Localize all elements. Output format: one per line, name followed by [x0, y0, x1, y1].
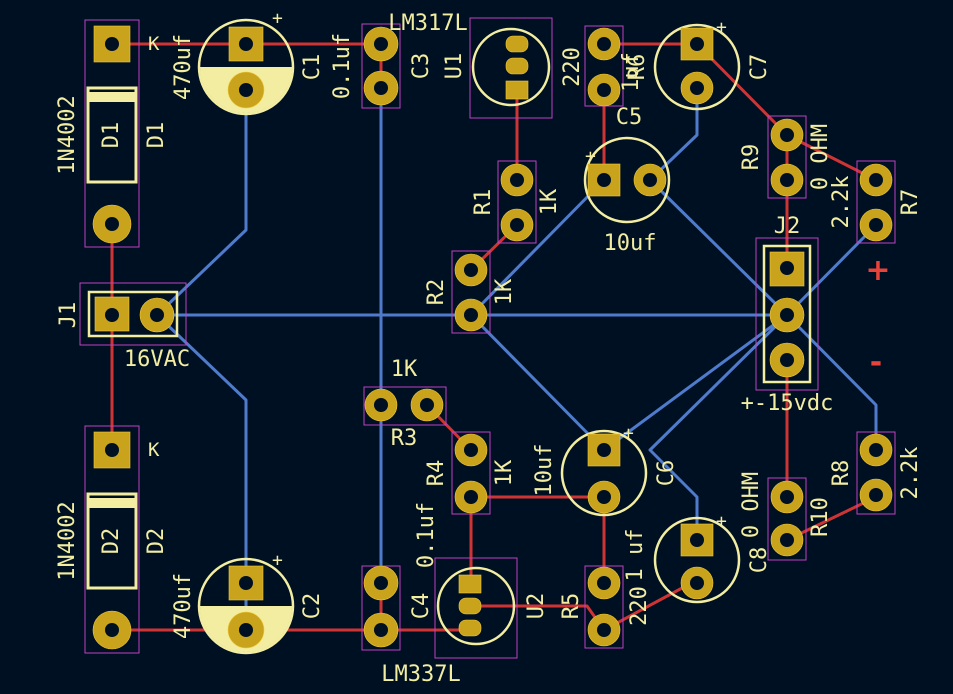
c2-ref: C2 [300, 593, 325, 620]
r2-ref: R2 [424, 279, 449, 306]
diode-d1: K D1 1N4002 D1 [55, 19, 169, 248]
r9-value: 0 OHM [808, 124, 833, 190]
r9-ref: R9 [739, 144, 764, 171]
c8-ref: C8 [747, 547, 772, 574]
d2-value: 1N4002 [55, 501, 80, 580]
r10-ref: R10 [808, 497, 833, 537]
d1-body-label: D1 [99, 122, 124, 149]
c1-ref: C1 [300, 54, 325, 81]
capacitor-c5: + C5 10uf [583, 105, 671, 256]
u1-pad-2 [505, 57, 529, 75]
u2-pad-1 [458, 574, 482, 594]
c6-value: 10uf [532, 444, 557, 497]
j2-value: +-15vdc [741, 391, 834, 416]
u1-pad-1 [505, 35, 529, 53]
d1-ref: D1 [144, 122, 169, 149]
u2-value: LM337L [381, 662, 460, 687]
resistor-r10: 0 OHM R10 [739, 472, 833, 561]
c8-plus-mark: + [716, 511, 727, 532]
u2-pad-3 [458, 619, 482, 637]
u1-pad-3 [505, 80, 529, 100]
r6-ref: R6 [625, 54, 650, 81]
u1-ref: U1 [442, 53, 467, 80]
resistor-r6: 220 R6 1uf [560, 25, 650, 107]
r5-ref: R5 [559, 593, 584, 620]
r3-value: 1K [391, 357, 418, 382]
r10-value: 0 OHM [739, 472, 764, 538]
capacitor-c8: + C8 1 uf [623, 511, 772, 604]
c6-plus-mark: + [623, 423, 634, 444]
c1-value: 470uf [171, 34, 196, 100]
j2-ref: J2 [774, 214, 801, 239]
u1-value: LM317L [388, 11, 467, 36]
c5-plus-mark: + [585, 146, 596, 167]
u2-pad-2 [458, 597, 482, 615]
capacitor-c3: C3 0.1uf [330, 23, 434, 109]
c4-value: 0.1uf [414, 502, 439, 568]
resistor-r5: R5 220 [559, 565, 652, 649]
r4-ref: R4 [424, 460, 449, 487]
d1-value: 1N4002 [55, 95, 80, 174]
resistor-r4: R4 1K [424, 431, 517, 515]
j1-ref: J1 [56, 302, 81, 329]
capacitor-c7: + C7 [653, 17, 772, 111]
c5-value: 10uf [604, 231, 657, 256]
resistor-r1: R1 1K [471, 160, 562, 244]
diode-d2: K D2 1N4002 D2 [55, 425, 169, 654]
d2-ref: D2 [144, 528, 169, 555]
c5-ref: C5 [616, 105, 643, 130]
resistor-r2: R2 1K [424, 250, 517, 334]
r5-value: 220 [627, 586, 652, 626]
connector-j1: J1 16VAC [56, 282, 190, 372]
r1-value: 1K [537, 188, 562, 215]
capacitor-c2: + C2 470uf [171, 550, 325, 655]
c4-ref: C4 [409, 593, 434, 620]
c6-ref: C6 [654, 460, 679, 487]
c3-value: 0.1uf [330, 33, 355, 99]
r7-value: 2.2k [829, 176, 854, 229]
plus-marker: + [865, 253, 890, 288]
r1-ref: R1 [471, 189, 496, 216]
capacitor-c6: + C6 10uf [532, 423, 679, 517]
c8-value: 1 uf [623, 529, 648, 582]
d1-k-label: K [148, 33, 160, 55]
c1-plus-mark: + [272, 8, 283, 29]
c2-value: 470uf [171, 573, 196, 639]
r6-value: 220 [560, 47, 585, 87]
r8-ref: R8 [829, 460, 854, 487]
minus-marker: - [870, 345, 882, 380]
c7-plus-mark: + [716, 17, 727, 38]
r4-value: 1K [492, 459, 517, 486]
resistor-r7: 2.2k R7 [829, 160, 923, 244]
c7-ref: C7 [747, 54, 772, 81]
r2-value: 1K [492, 278, 517, 305]
j1-value: 16VAC [124, 347, 190, 372]
r3-ref: R3 [391, 426, 418, 451]
u2-ref: U2 [524, 593, 549, 620]
regulator-u1: LM317L U1 [388, 11, 553, 119]
resistor-r8: R8 2.2k [829, 431, 923, 515]
capacitor-c1: + C1 470uf [171, 8, 325, 116]
regulator-u2: LM337L U2 [381, 557, 549, 687]
resistor-r3: 1K R3 [363, 357, 447, 451]
connector-j2: J2 +-15vdc + - [741, 214, 891, 416]
r6-value-secondary: 1uf [619, 52, 644, 92]
capacitor-c4: C4 0.1uf [361, 502, 439, 651]
c3-ref: C3 [409, 53, 434, 80]
d2-k-label: K [148, 439, 160, 461]
c2-plus-mark: + [272, 550, 283, 571]
r8-value: 2.2k [898, 447, 923, 500]
resistor-r9: R9 0 OHM [739, 115, 833, 199]
r7-ref: R7 [898, 189, 923, 216]
d2-body-label: D2 [99, 528, 124, 555]
